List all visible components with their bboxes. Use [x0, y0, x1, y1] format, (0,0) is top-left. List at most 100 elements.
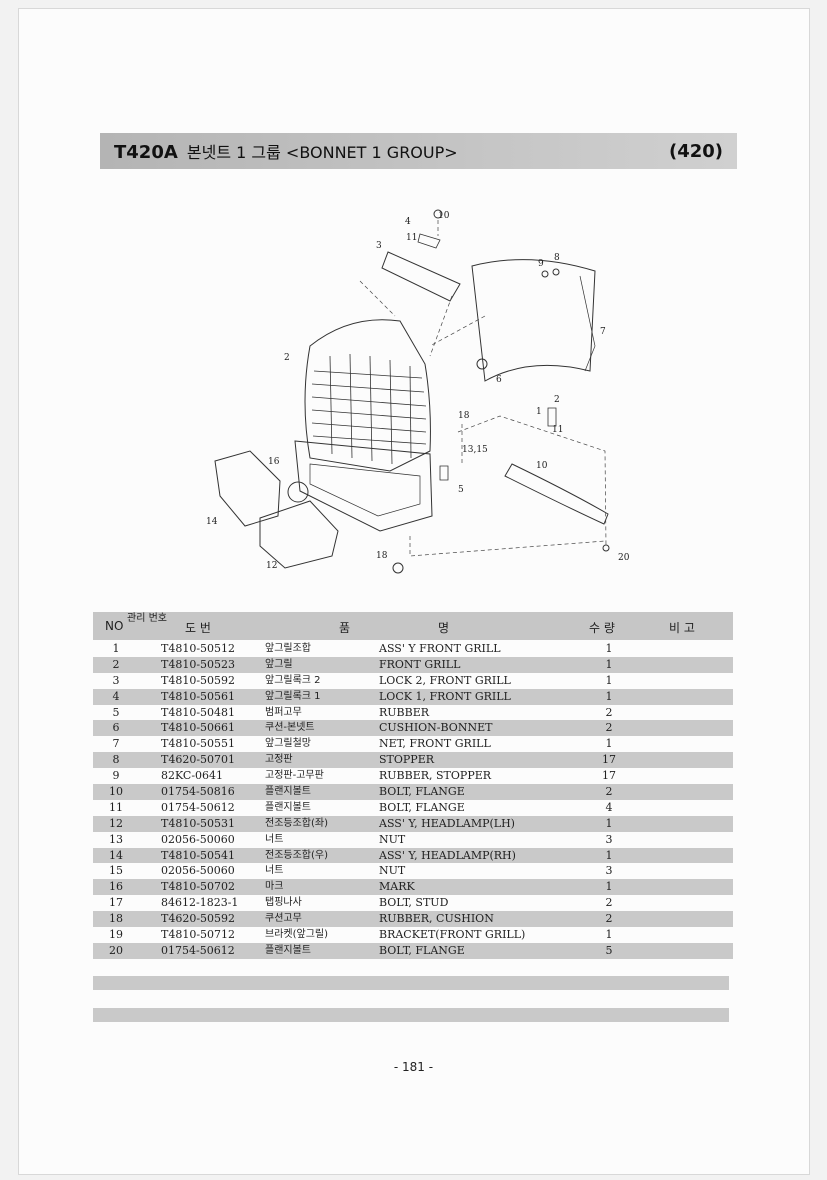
cell-no: 16: [109, 880, 123, 894]
cell-no: 20: [109, 943, 123, 957]
cell-name-kr: 너트: [265, 865, 284, 877]
cell-qty: 4: [605, 800, 613, 814]
cell-name-kr: 앞그릴록크 1: [265, 690, 321, 702]
cell-name-en: BOLT, FLANGE: [379, 943, 465, 957]
cell-no: 12: [109, 816, 123, 830]
cell-no: 18: [109, 912, 123, 926]
callout-10b: 10: [536, 461, 548, 471]
cell-qty: 2: [605, 705, 613, 719]
cell-name-en: MARK: [379, 880, 415, 894]
cell-drawing-no: 01754-50816: [161, 785, 235, 799]
cell-qty: 2: [605, 721, 613, 735]
callout-11a: 11: [406, 233, 417, 243]
header-drawing-no: 도 번: [185, 621, 211, 635]
callout-3: 3: [376, 241, 382, 251]
cell-name-en: ASS' Y FRONT GRILL: [379, 642, 501, 655]
blank-row: [93, 976, 729, 990]
cell-qty: 1: [605, 737, 613, 751]
lock-bracket-drawing: [381, 251, 461, 302]
cell-drawing-no: T4810-50531: [161, 816, 236, 830]
cell-qty: 3: [605, 864, 613, 878]
front-grill-drawing: [304, 319, 431, 472]
cell-name-en: BOLT, FLANGE: [379, 800, 465, 814]
cell-no: 3: [112, 673, 120, 687]
cell-qty: 1: [605, 689, 613, 703]
cell-qty: 1: [605, 657, 613, 671]
group-page-ref: (420): [668, 140, 723, 162]
cell-no: 9: [112, 769, 120, 783]
cell-no: 4: [112, 689, 120, 703]
cell-drawing-no: T4810-50523: [161, 657, 236, 671]
cell-name-en: BRACKET(FRONT GRILL): [379, 928, 526, 942]
cell-no: 7: [112, 737, 120, 751]
group-title-bar: T420A 본넷트 1 그룹 <BONNET 1 GROUP> (420): [100, 133, 737, 169]
cell-drawing-no: T4810-50702: [161, 880, 236, 894]
cell-no: 19: [109, 928, 123, 942]
cell-qty: 2: [605, 785, 613, 799]
cell-name-kr: 플랜지볼트: [265, 801, 311, 813]
diagram-callouts: 10 4 11 3 9 8 7 2 6 18 2 1 11 13,15 16 1…: [206, 211, 630, 571]
cell-qty: 5: [605, 943, 613, 957]
cell-qty: 1: [605, 848, 613, 862]
cell-name-en: RUBBER: [379, 705, 430, 719]
callout-6: 6: [496, 375, 502, 385]
cell-no: 2: [112, 657, 120, 671]
page-number: - 181 -: [393, 1060, 434, 1074]
cell-name-en: FRONT GRILL: [379, 657, 461, 671]
cell-drawing-no: T4620-50701: [161, 753, 236, 767]
cell-no: 14: [109, 848, 123, 862]
cell-drawing-no: T4810-50541: [161, 848, 236, 862]
cell-name-kr: 플랜지볼트: [265, 786, 311, 798]
lower-frame-drawing: [294, 440, 433, 532]
cell-qty: 1: [605, 642, 613, 655]
mark-drawing: [287, 481, 309, 503]
cell-name-kr: 플랜지볼트: [265, 944, 311, 956]
cell-name-en: ASS' Y, HEADLAMP(LH): [379, 816, 515, 830]
cell-drawing-no: T4810-50712: [161, 928, 236, 942]
cell-name-en: CUSHION-BONNET: [379, 721, 493, 735]
cell-no: 8: [112, 753, 120, 767]
cell-name-kr: 앞그릴: [265, 658, 293, 670]
cell-name-kr: 고정판-고무판: [265, 770, 324, 782]
callout-7: 7: [600, 327, 606, 337]
cell-no: 15: [109, 864, 123, 878]
cell-name-en: STOPPER: [379, 753, 435, 767]
table-row: 19 T4810-50712 브라켓(앞그릴) BRACKET(FRONT GRILL…: [93, 927, 733, 943]
cell-name-kr: 앞그릴조합: [265, 643, 311, 654]
cell-drawing-no: T4620-50592: [161, 912, 236, 926]
cell-qty: 2: [605, 896, 613, 910]
callout-11b: 11: [552, 425, 563, 435]
callout-16: 16: [268, 457, 280, 467]
bracket-front-grill-drawing: [504, 463, 609, 525]
headlamp-rh-drawing: [259, 500, 339, 569]
header-qty: 수 량: [589, 621, 615, 635]
header-no: NO: [105, 619, 124, 633]
cell-name-kr: 브라켓(앞그릴): [265, 929, 329, 941]
group-name: 본넷트 1 그룹 <BONNET 1 GROUP>: [186, 143, 458, 162]
cell-no: 5: [112, 705, 120, 719]
cell-drawing-no: 02056-50060: [161, 832, 235, 846]
headlamp-lh-drawing: [214, 450, 281, 527]
table-row: 2 T4810-50523 앞그릴 FRONT GRILL 1: [93, 656, 733, 673]
cell-no: 11: [109, 800, 123, 814]
cell-drawing-no: 82KC-0641: [161, 769, 224, 783]
cell-name-kr: 쿠션-본넷트: [265, 722, 315, 734]
cell-no: 17: [109, 896, 123, 910]
callout-5: 5: [458, 485, 464, 495]
callout-2b: 2: [554, 395, 560, 405]
callout-14: 14: [206, 517, 218, 527]
model-code: T420A: [114, 142, 178, 163]
